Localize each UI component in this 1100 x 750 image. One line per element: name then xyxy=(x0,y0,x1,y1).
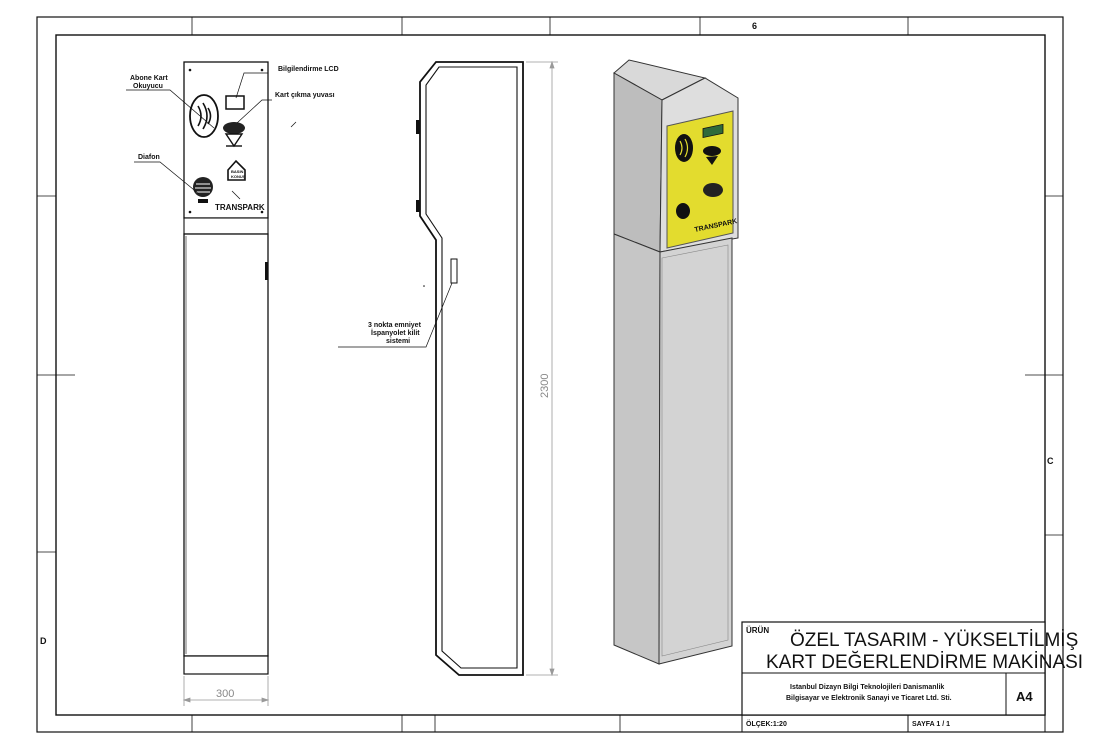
iso-body-side xyxy=(613,233,661,665)
iso-card-slot-icon xyxy=(703,146,721,156)
side-view xyxy=(338,60,558,677)
side-profile-outer xyxy=(419,61,524,676)
iso-card-reader-icon xyxy=(675,134,693,162)
lock-callout-line3: sistemi xyxy=(386,338,410,345)
button-text-line1: BASIN xyxy=(231,169,244,174)
card-slot-callout: Kart çıkma yuvası xyxy=(275,92,335,99)
lcd-callout: Bilgilendirme LCD xyxy=(278,66,339,73)
product-label: ÜRÜN xyxy=(746,626,769,635)
card-reader-callout-line2: Okuyucu xyxy=(133,83,163,90)
lock-callout-line2: İspanyolet kilit xyxy=(371,329,420,337)
push-to-talk-button-icon: BASIN KONUŞ xyxy=(227,159,246,181)
company-line1: Istanbul Dizayn Bilgi Teknolojileri Dani… xyxy=(790,684,944,691)
intercom-icon xyxy=(193,177,213,203)
side-profile-inner xyxy=(425,66,518,669)
intercom-callout: Diafon xyxy=(138,154,160,161)
title-block xyxy=(741,621,1046,733)
height-dimension-value: 2300 xyxy=(539,374,551,398)
card-reader-icon xyxy=(189,94,219,138)
front-callout-leaders xyxy=(126,72,297,200)
scale-field: ÖLÇEK:1:20 xyxy=(746,719,787,728)
lock-callout-line1: 3 nokta emniyet xyxy=(368,322,422,329)
width-dimension xyxy=(182,676,270,706)
paper-size: A4 xyxy=(1016,689,1033,704)
lcd-screen-icon xyxy=(225,95,245,110)
title-line1: ÖZEL TASARIM - YÜKSELTİLMİŞ xyxy=(790,630,1078,651)
panel-screws xyxy=(188,68,264,214)
company-line2: Bilgisayar ve Elektronik Sanayi ve Ticar… xyxy=(786,695,952,702)
button-text-line2: KONUŞ xyxy=(231,174,246,179)
lock-callout-leader xyxy=(338,282,453,348)
width-dimension-value: 300 xyxy=(216,688,234,700)
iso-intercom-icon xyxy=(676,203,690,219)
zone-letter-left: D xyxy=(40,636,47,646)
iso-body-front xyxy=(658,237,733,665)
front-body xyxy=(183,233,269,657)
front-brand-text: TRANSPARK xyxy=(215,203,265,212)
zone-letter-right: C xyxy=(1047,456,1054,466)
iso-lcd-icon xyxy=(702,123,724,139)
card-slot-icon xyxy=(223,122,245,148)
iso-button-icon xyxy=(703,183,723,197)
iso-head-side xyxy=(613,72,663,253)
height-dimension xyxy=(526,60,558,677)
card-reader-callout-line1: Abone Kart xyxy=(130,75,168,82)
zone-letter-top: 6 xyxy=(752,21,757,31)
title-line2: KART DEĞERLENDİRME MAKİNASI xyxy=(766,651,1083,673)
page-field: SAYFA 1 / 1 xyxy=(912,721,950,728)
front-view: BASIN KONUŞ TRANSPARK 300 xyxy=(126,61,339,706)
